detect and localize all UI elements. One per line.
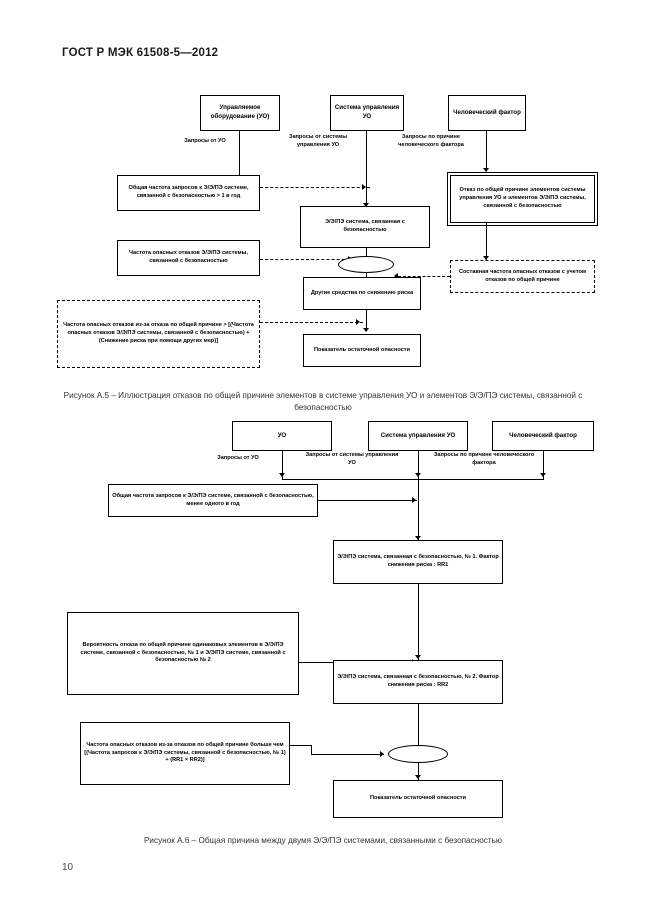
a5-line-hf-down [486,131,488,171]
a5-edge-label-from-euc: Запросы от УО [184,138,226,144]
a5-caption: Рисунок А.5 – Иллюстрация отказов по общ… [63,391,583,412]
a5-line-ccf-to-combined [486,223,488,260]
a6-arrow-condition-to-ellipse [380,751,384,757]
a5-node-control-system: Система управления УО [330,95,404,131]
a5-dashed-demand-to-center [260,187,370,188]
a6-node-euc: УО [232,421,332,451]
a6-line-demand-to-bus [318,500,417,502]
a6-node-eep-system-1: Э/Э/ПЭ система, связанная с безопасность… [333,540,503,584]
a5-edge-label-from-human: Запросы по причине человеческого фактора [398,134,464,148]
a5-arrow-cs-down [363,203,369,207]
a5-node-dangerous-failure-rate: Частота опасных отказов Э/Э/ПЭ системы, … [117,240,260,276]
a6-line-euc-down [282,451,284,479]
a6-node-human-factor: Человеческий фактор [492,421,594,451]
a6-arrow-hf-down [540,473,546,477]
a5-node-demand-rate: Общая частота запросов к Э/Э/ПЭ системе,… [117,175,260,211]
a5-line-eep-to-ellipse [366,248,368,257]
a5-node-ccf-condition: Частота опасных отказов из-за отказа по … [57,300,260,368]
a6-node-residual-risk: Показатель остаточной опасности [333,780,503,818]
a5-dashed-condition-to-main [260,322,363,323]
a6-node-ccf-probability: Вероятность отказа по общей причине один… [67,612,299,695]
a6-summation-node [388,745,448,763]
a5-edge-label-from-control-system: Запросы от системы управления УО [288,134,348,148]
a5-node-human-factor: Человеческий фактор [448,95,526,131]
a6-node-demand-rate: Общая частота запросов к Э/Э/ПЭ системе,… [108,484,318,517]
a6-node-ccf-condition: Частота опасных отказов из-за отказов по… [80,722,290,785]
a6-edge-label-from-human: Запросы по причине человеческого фактора [433,452,535,466]
a6-arrow-system1-to-system2 [415,655,421,659]
a5-line-euc-down [239,131,241,178]
a6-arrow-cs-down [415,473,421,477]
a5-line-other-to-residual [366,310,368,331]
a5-line-ellipse-to-other-means [366,272,368,278]
a6-node-control-system: Система управления УО [368,421,468,451]
a6-arrow-bus-to-system1 [415,536,421,540]
standard-header: ГОСТ Р МЭК 61508-5—2012 [62,47,219,59]
a5-arrow-ellipse-to-combined [394,273,398,279]
a6-arrow-euc-down [279,473,285,477]
a5-dashed-dfr-to-ellipse [260,259,355,260]
a6-bus-line [282,479,544,481]
a5-line-cs-down [366,131,368,208]
page-number: 10 [62,862,74,873]
a5-node-eep-system: Э/Э/ПЭ система, связанная с безопасность… [300,206,430,248]
a6-bus-to-system1 [418,479,420,541]
a6-node-eep-system-2: Э/Э/ПЭ система, связанная с безопасность… [333,660,503,704]
a5-summation-node [338,256,394,273]
a5-arrow-ccf-to-combined [483,256,489,260]
a5-node-combined-rate: Составная частота опасных отказов с учет… [450,260,595,293]
a6-line-ellipse-to-residual [418,763,420,781]
a6-line-condition-h1 [290,745,312,747]
a6-arrow-ellipse-to-residual [415,775,421,779]
a6-caption: Рисунок А.6 – Общая причина между двумя … [143,836,503,845]
a5-arrow-demand-to-center [362,184,366,190]
a5-node-euc: Управляемое оборудование (УО) [200,95,280,131]
a5-arrow-other-to-residual [363,328,369,332]
a6-line-condition-v [311,745,313,754]
a5-node-ccf: Отказ по общей причине элементов системы… [447,172,598,226]
a5-dashed-ellipse-to-combined [398,276,450,277]
a6-edge-label-from-control-system: Запросы от системы управления УО [305,452,399,466]
a6-line-condition-h2 [311,754,384,756]
a6-line-cs-down [418,451,420,479]
a5-node-other-means: Другие средства по снижению риска [303,277,421,310]
a6-line-hf-down [543,451,545,479]
a5-arrow-condition-to-main [356,319,360,325]
a6-arrow-demand-to-bus [412,497,416,503]
a6-edge-label-from-euc: Запросы от УО [217,455,259,461]
a5-arrow-hf-down [483,168,489,172]
a6-line-system1-to-system2 [418,584,420,660]
a6-line-system2-to-ellipse [418,704,420,749]
a5-node-residual-risk: Показатель остаточной опасности [303,334,421,367]
